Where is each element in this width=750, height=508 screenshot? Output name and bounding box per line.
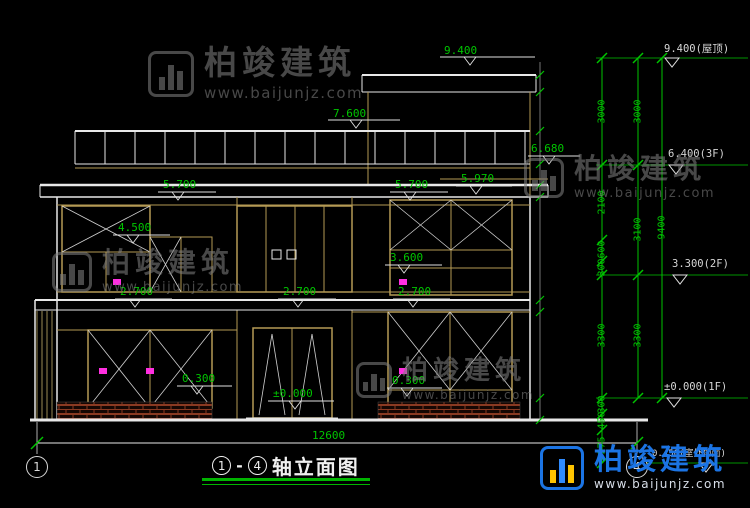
- level-label-0300-right: 0.300: [392, 374, 426, 387]
- window-2f-right: [389, 199, 513, 296]
- title-text: 轴立面图: [271, 455, 360, 479]
- title-axis-4: 4: [247, 456, 267, 475]
- watermark-name: 柏竣建筑: [574, 152, 707, 185]
- axis-bubble-1: 1: [26, 456, 48, 478]
- watermark-name: 柏竣建筑: [204, 43, 356, 82]
- watermark-left: 柏竣建筑 www.baijunjz.com: [52, 248, 243, 295]
- watermark-url: www.baijunjz.com: [204, 83, 364, 102]
- plinth-hatch-right: [377, 401, 521, 420]
- watermark-logo-icon: [524, 157, 564, 198]
- right-level-3f: 6.400(3F): [668, 148, 725, 160]
- drawing-title: 1 - 4 轴立面图: [196, 451, 376, 480]
- brand-name: 柏竣建筑: [594, 442, 727, 476]
- watermark-name: 柏竣建筑: [402, 356, 527, 386]
- watermark-logo-icon: [52, 251, 92, 292]
- title-axis-1: 1: [212, 456, 232, 475]
- level-label-3600: 3.600: [390, 251, 424, 264]
- level-label-7600: 7.600: [333, 107, 367, 120]
- level-label-2700-a: 2.700: [120, 285, 154, 298]
- level-label-5970: 5.970: [461, 172, 495, 185]
- level-label-5700-right: 5.700: [395, 178, 429, 191]
- vdim-9400: 9400: [656, 215, 668, 240]
- vdim-3000-b: 3000: [632, 99, 644, 124]
- watermark-logo-icon: [148, 50, 194, 97]
- dim-label-total-width: 12600: [312, 429, 346, 442]
- right-level-1f: ±0.000(1F): [664, 381, 728, 393]
- watermark-logo-icon: [356, 362, 392, 399]
- entry-door: [246, 327, 338, 419]
- brand-url: www.baijunjz.com: [594, 477, 727, 492]
- roof-tower: [361, 74, 537, 197]
- vdim-3300-b: 3300: [632, 323, 644, 348]
- right-dim-chains: [596, 52, 748, 469]
- watermark-url: www.baijunjz.com: [574, 186, 716, 202]
- watermark-right: 柏竣建筑 www.baijunjz.com: [524, 154, 715, 201]
- roof-railing: [74, 130, 530, 169]
- right-level-symbols: [663, 57, 715, 473]
- watermark-url: www.baijunjz.com: [402, 388, 535, 403]
- level-symbols: [113, 56, 580, 410]
- watermark-url: www.baijunjz.com: [102, 280, 244, 296]
- right-level-roof: 9.400(屋顶): [664, 43, 730, 55]
- brand-logo-icon: [540, 445, 584, 490]
- title-underline-thin: [202, 484, 370, 485]
- brand-logo: 柏竣建筑 www.baijunjz.com: [540, 444, 726, 491]
- level-label-9400: 9.400: [444, 44, 478, 57]
- window-markers: [99, 279, 407, 374]
- level-label-6680: 6.680: [531, 142, 565, 155]
- level-label-5700-left: 5.700: [163, 178, 197, 191]
- cladding-strip: [36, 311, 56, 419]
- watermark-name: 柏竣建筑: [102, 246, 235, 279]
- plinth-hatch-left: [56, 401, 213, 420]
- vdim-3300-a: 3300: [596, 323, 608, 348]
- right-level-2f: 3.300(2F): [672, 258, 729, 270]
- watermark-bottom: 柏竣建筑 www.baijunjz.com: [356, 356, 535, 403]
- vdim-3100: 3100: [632, 217, 644, 242]
- axis-bubble-4: 4: [626, 456, 648, 478]
- title-underline-thick: [202, 478, 370, 481]
- level-label-2700-b: 2.700: [283, 285, 317, 298]
- balcony-door-2f: [236, 205, 353, 293]
- level-label-0000: ±0.000: [273, 387, 313, 400]
- title-dash: -: [236, 456, 243, 475]
- vdim-3000-a: 3000: [596, 99, 608, 124]
- watermark-top: 柏竣建筑 www.baijunjz.com: [148, 43, 364, 102]
- level-label-0300-left: 0.300: [182, 372, 216, 385]
- level-label-4500: 4.500: [118, 221, 152, 234]
- vdim-300-a: 300: [596, 258, 608, 277]
- micro-dim-chain: [535, 62, 545, 425]
- bottom-dimension: [30, 422, 644, 454]
- right-level-outdoor: 0.450(室外地面): [652, 449, 726, 459]
- floor-slab: [34, 291, 530, 420]
- level-label-2700-c: 2.700: [398, 285, 432, 298]
